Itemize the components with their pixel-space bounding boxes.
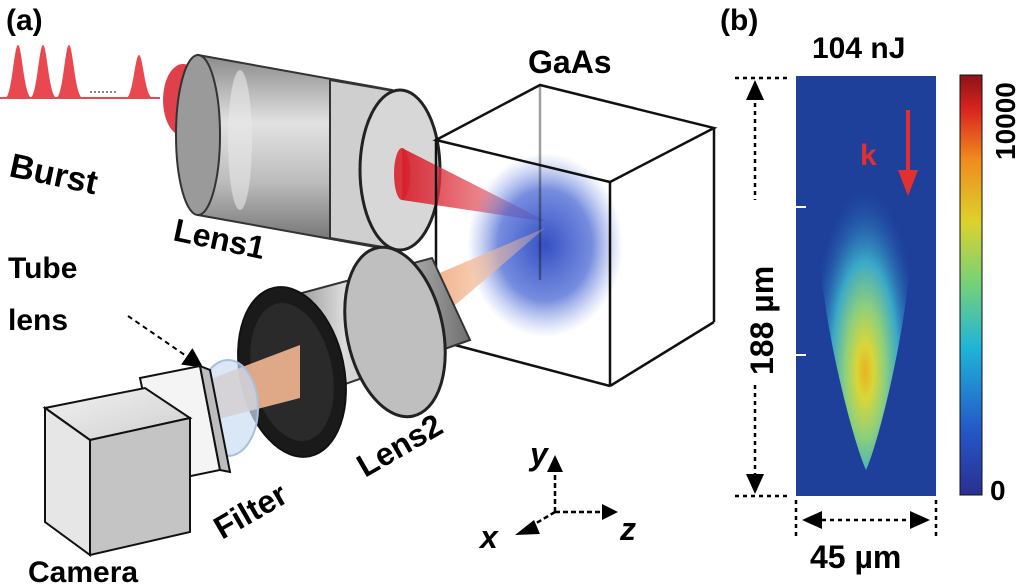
height-label: 188 µm	[744, 266, 780, 375]
horizontal-scale	[794, 500, 938, 540]
axis-x-label: x	[478, 519, 499, 555]
lens1	[175, 53, 442, 252]
tube-lens-label-2: lens	[8, 304, 68, 337]
burst-pulses-icon	[0, 45, 160, 99]
k-label: k	[860, 139, 877, 172]
intensity-plume	[818, 162, 912, 470]
gaas-label: GaAs	[528, 44, 612, 80]
width-label: 45 µm	[810, 539, 901, 575]
axis-triad	[515, 455, 618, 535]
gaas-cube	[432, 83, 718, 388]
panel-a: (a) Burst Lens1	[0, 4, 718, 585]
panel-b-label: (b)	[720, 4, 758, 37]
lens2	[237, 245, 472, 458]
panel-b: (b) 104 nJ k 188 µm 45 µm	[720, 4, 1021, 575]
camera-cube	[42, 386, 193, 557]
vertical-arrow-up	[746, 80, 764, 100]
horizontal-arrow-left	[802, 511, 822, 529]
camera-label: Camera	[28, 556, 138, 585]
axis-z-label: z	[619, 511, 636, 547]
emission-beam	[428, 228, 545, 318]
vertical-arrow-down	[746, 474, 764, 494]
filter-label: Filter	[208, 476, 294, 546]
colorbar-min-label: 0	[990, 475, 1006, 506]
lens2-label: Lens2	[351, 407, 449, 484]
energy-label: 104 nJ	[812, 32, 905, 65]
burst-label: Burst	[6, 147, 101, 203]
axis-y-label: y	[528, 436, 550, 472]
vertical-scale	[735, 76, 790, 498]
colorbar	[959, 74, 983, 496]
horizontal-arrow-right	[910, 511, 930, 529]
colorbar-max-label: 10000	[990, 82, 1021, 160]
tube-lens-pointer	[127, 315, 204, 368]
tube-lens-label-1: Tube	[8, 252, 77, 285]
panel-a-label: (a)	[6, 4, 43, 37]
